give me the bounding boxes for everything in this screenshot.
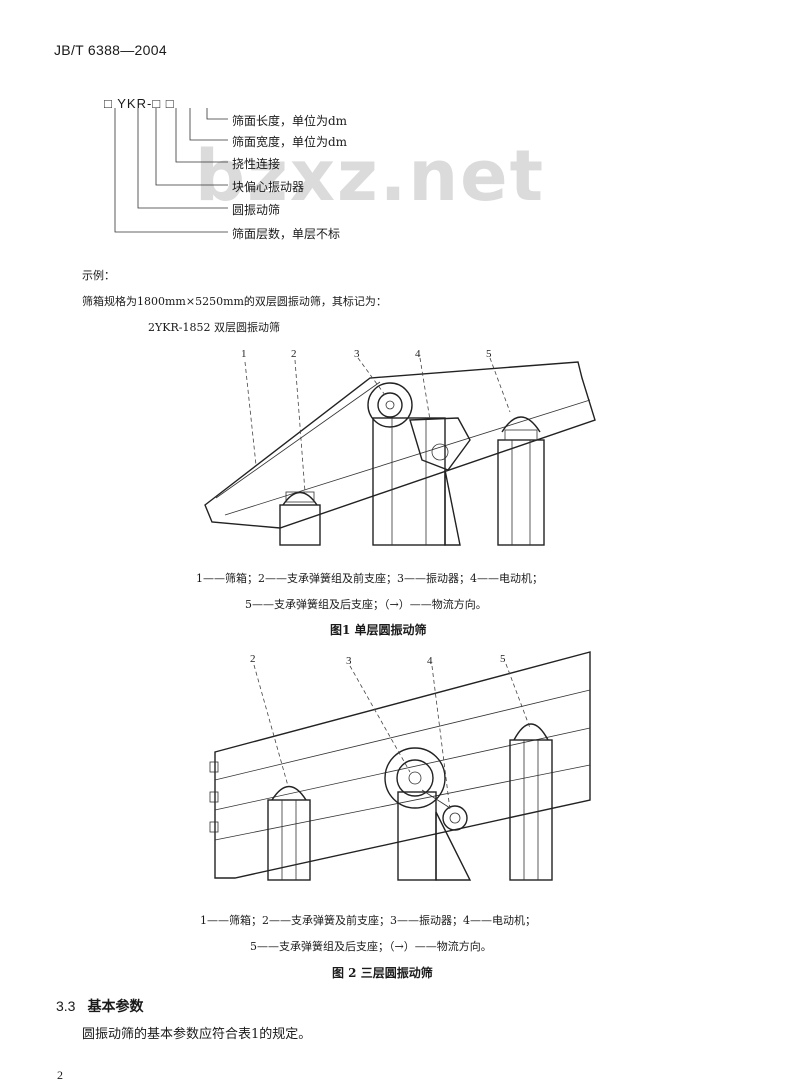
fig2-label-5: 5 [500,653,506,665]
fig2-label-4: 4 [427,655,433,667]
fig2-title: 图 2 三层圆振动筛 [332,966,433,980]
document-code: JB/T 6388—2004 [54,42,167,58]
code-desc-4: 块偏心振动器 [232,180,305,194]
section-heading: 3.3 基本参数 [56,996,143,1016]
fig1-caption-line1: 1——筛箱；2——支承弹簧组及前支座；3——振动器；4——电动机； [196,572,543,585]
code-desc-1: 筛面长度，单位为dm [232,114,348,128]
example-label: 示例： [82,269,115,282]
example-text: 筛箱规格为1800mm×5250mm的双层圆振动筛，其标记为： [82,295,387,308]
section-number: 3.3 [56,998,76,1014]
body-paragraph: 圆振动筛的基本参数应符合表1的规定。 [82,1027,312,1042]
fig1-label-2: 2 [291,348,297,360]
fig1-caption-line2: 5——支承弹簧组及后支座；（→）——物流方向。 [245,598,487,611]
code-desc-6: 筛面层数，单层不标 [232,227,341,241]
model-code-head: □ YKR-□ □ [104,96,175,111]
fig1-label-4: 4 [415,348,421,360]
fig1-label-1: 1 [241,348,247,360]
fig2-caption-line1: 1——筛箱；2——支承弹簧及前支座；3——振动器；4——电动机； [200,914,536,927]
section-title: 基本参数 [87,998,144,1014]
page-number: 2 [57,1068,63,1082]
fig2-label-2: 2 [250,653,256,665]
code-desc-3: 挠性连接 [232,157,281,171]
fig1-label-3: 3 [354,348,360,360]
code-desc-2: 筛面宽度，单位为dm [232,135,348,149]
example-designation: 2YKR-1852 双层圆振动筛 [148,321,280,334]
fig1-title: 图1 单层圆振动筛 [330,623,427,637]
fig2-label-3: 3 [346,655,352,667]
watermark: bzxz.net [195,135,546,217]
fig2-caption-line2: 5——支承弹簧组及后支座；（→）——物流方向。 [250,940,492,953]
fig1-label-5: 5 [486,348,492,360]
code-desc-5: 圆振动筛 [232,203,281,217]
